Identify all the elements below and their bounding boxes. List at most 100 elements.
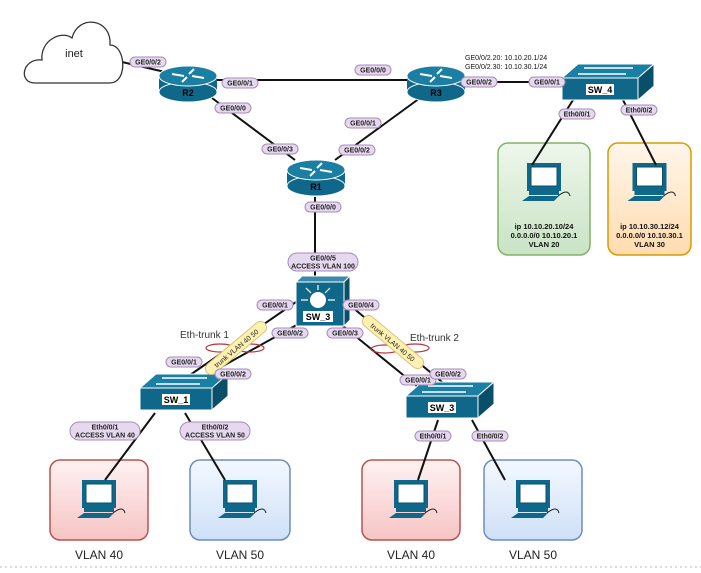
pc-host[interactable]: VLAN 50	[189, 459, 291, 562]
port-label: GE0/0/0	[304, 201, 342, 213]
router-arrows-icon	[171, 68, 205, 83]
port-label: GE0/0/3	[326, 327, 364, 339]
port-label: Eth0/0/1	[414, 430, 452, 442]
port-text: GE0/0/2	[135, 60, 161, 67]
port-text: GE0/0/0	[310, 205, 336, 212]
port-text: GE0/0/2	[466, 80, 492, 87]
port-text: GE0/0/5	[310, 256, 336, 263]
pc-config-line: 0.0.0.0/0 10.10.30.1	[616, 231, 683, 240]
router-r3[interactable]: R3	[406, 65, 466, 103]
port-text: Eth0/0/1	[420, 434, 447, 441]
port-text: GE0/0/1	[262, 303, 288, 310]
switch-arrows-icon	[156, 377, 207, 385]
port-text: GE0/0/1	[534, 80, 560, 87]
router-arrows-icon	[419, 68, 453, 83]
trunk-name: Eth-trunk 2	[410, 333, 459, 344]
vlan-label: VLAN 50	[509, 548, 557, 562]
pc-config-line: VLAN 30	[634, 240, 665, 249]
port-text: Eth0/0/2	[202, 425, 229, 432]
port-label: Eth0/0/1	[558, 108, 596, 120]
pc-host[interactable]: VLAN 40	[49, 459, 149, 562]
pc-host[interactable]: ip 10.10.30.12/240.0.0.0/0 10.10.30.1VLA…	[607, 142, 692, 256]
port-label: GE0/0/2	[271, 327, 309, 339]
vlan-label: VLAN 40	[387, 548, 435, 562]
port-text: ACCESS VLAN 40	[75, 433, 135, 440]
port-text: GE0/0/2	[435, 372, 461, 379]
port-text: GE0/0/1	[227, 81, 253, 88]
switch-sw4[interactable]: SW_4	[560, 62, 656, 102]
port-label: GE0/0/0	[214, 102, 252, 114]
device-name: R2	[182, 88, 194, 98]
port-text: GE0/0/3	[332, 331, 358, 338]
port-label: GE0/0/1	[528, 76, 566, 88]
trunk-name: Eth-trunk 1	[180, 330, 229, 341]
internet-cloud[interactable]: inet	[23, 21, 124, 84]
switch-sw3[interactable]: SW_3	[404, 380, 496, 420]
computer-icon	[389, 480, 438, 518]
port-label: GE0/0/1	[165, 356, 203, 368]
port-text: GE0/0/2	[277, 331, 303, 338]
port-text: ACCESS VLAN 100	[291, 264, 355, 271]
core-switch-sw3[interactable]: SW_3	[294, 274, 352, 328]
vlan-label: VLAN 40	[75, 548, 123, 562]
port-text: GE0/0/0	[360, 68, 386, 75]
port-label: GE0/0/2	[214, 368, 252, 380]
router-arrows-icon	[299, 162, 333, 177]
vlan-label: VLAN 50	[216, 548, 264, 562]
eth-trunk-2[interactable]: Eth-trunk 2 trunk VLAN 40 50	[360, 313, 459, 371]
device-name: SW_1	[164, 395, 189, 405]
port-label: GE0/0/0	[354, 64, 392, 76]
port-label: GE0/0/1	[256, 299, 294, 311]
port-text: GE0/0/2	[220, 372, 246, 379]
port-label: GE0/0/2	[429, 368, 467, 380]
port-text: GE0/0/0	[220, 106, 246, 113]
port-text: Eth0/0/1	[92, 425, 119, 432]
port-label: GE0/0/2	[460, 76, 498, 88]
port-label: GE0/0/1	[399, 374, 437, 386]
computer-icon	[218, 480, 267, 518]
switch-sw1[interactable]: SW_1	[138, 372, 230, 412]
port-label: GE0/0/2	[129, 56, 167, 68]
port-label: GE0/0/3	[261, 143, 299, 155]
pc-config-line: VLAN 20	[529, 240, 560, 249]
port-label: Eth0/0/2	[471, 430, 509, 442]
port-text: Eth0/0/2	[477, 434, 504, 441]
device-name: SW_4	[588, 85, 613, 95]
computer-icon	[511, 480, 560, 518]
port-text: Eth0/0/2	[626, 108, 653, 115]
device-name: SW_3	[430, 403, 455, 413]
pc-config-line: ip 10.10.30.12/24	[620, 222, 680, 231]
r3-subif-1: GE0/0/2.20: 10.10.20.1/24	[465, 55, 547, 62]
device-name: SW_3	[306, 312, 331, 322]
pc-config-line: ip 10.10.20.10/24	[515, 222, 575, 231]
router-r1[interactable]: R1	[286, 159, 346, 197]
computer-icon	[77, 480, 126, 518]
pc-host[interactable]: ip 10.10.20.10/240.0.0.0/0 10.10.20.1VLA…	[497, 142, 591, 256]
port-label: GE0/0/4	[342, 299, 380, 311]
port-text: Eth0/0/1	[564, 112, 591, 119]
port-label: Eth0/0/2	[620, 104, 658, 116]
port-text: GE0/0/4	[348, 303, 374, 310]
device-name: R3	[430, 88, 442, 98]
router-r2[interactable]: R2	[158, 65, 218, 103]
computer-icon	[627, 163, 676, 201]
port-label: GE0/0/2	[338, 144, 376, 156]
port-text: GE0/0/2	[344, 148, 370, 155]
switch-arrows-icon	[422, 385, 473, 393]
port-text: GE0/0/3	[267, 147, 293, 154]
pc-host[interactable]: VLAN 40	[361, 459, 461, 562]
pc-host[interactable]: VLAN 50	[483, 459, 583, 562]
r3-subif-2: GE0/0/2.30: 10.10.30.1/24	[465, 64, 547, 71]
pc-config-line: 0.0.0.0/0 10.10.20.1	[511, 231, 578, 240]
trunk-label: trunk VLAN 40 50	[369, 323, 416, 364]
device-name: R1	[310, 182, 322, 192]
port-text: ACCESS VLAN 50	[185, 433, 245, 440]
port-text: GE0/0/1	[171, 360, 197, 367]
port-text: GE0/0/1	[350, 121, 376, 128]
cloud-label: inet	[65, 48, 83, 60]
computer-icon	[522, 163, 571, 201]
